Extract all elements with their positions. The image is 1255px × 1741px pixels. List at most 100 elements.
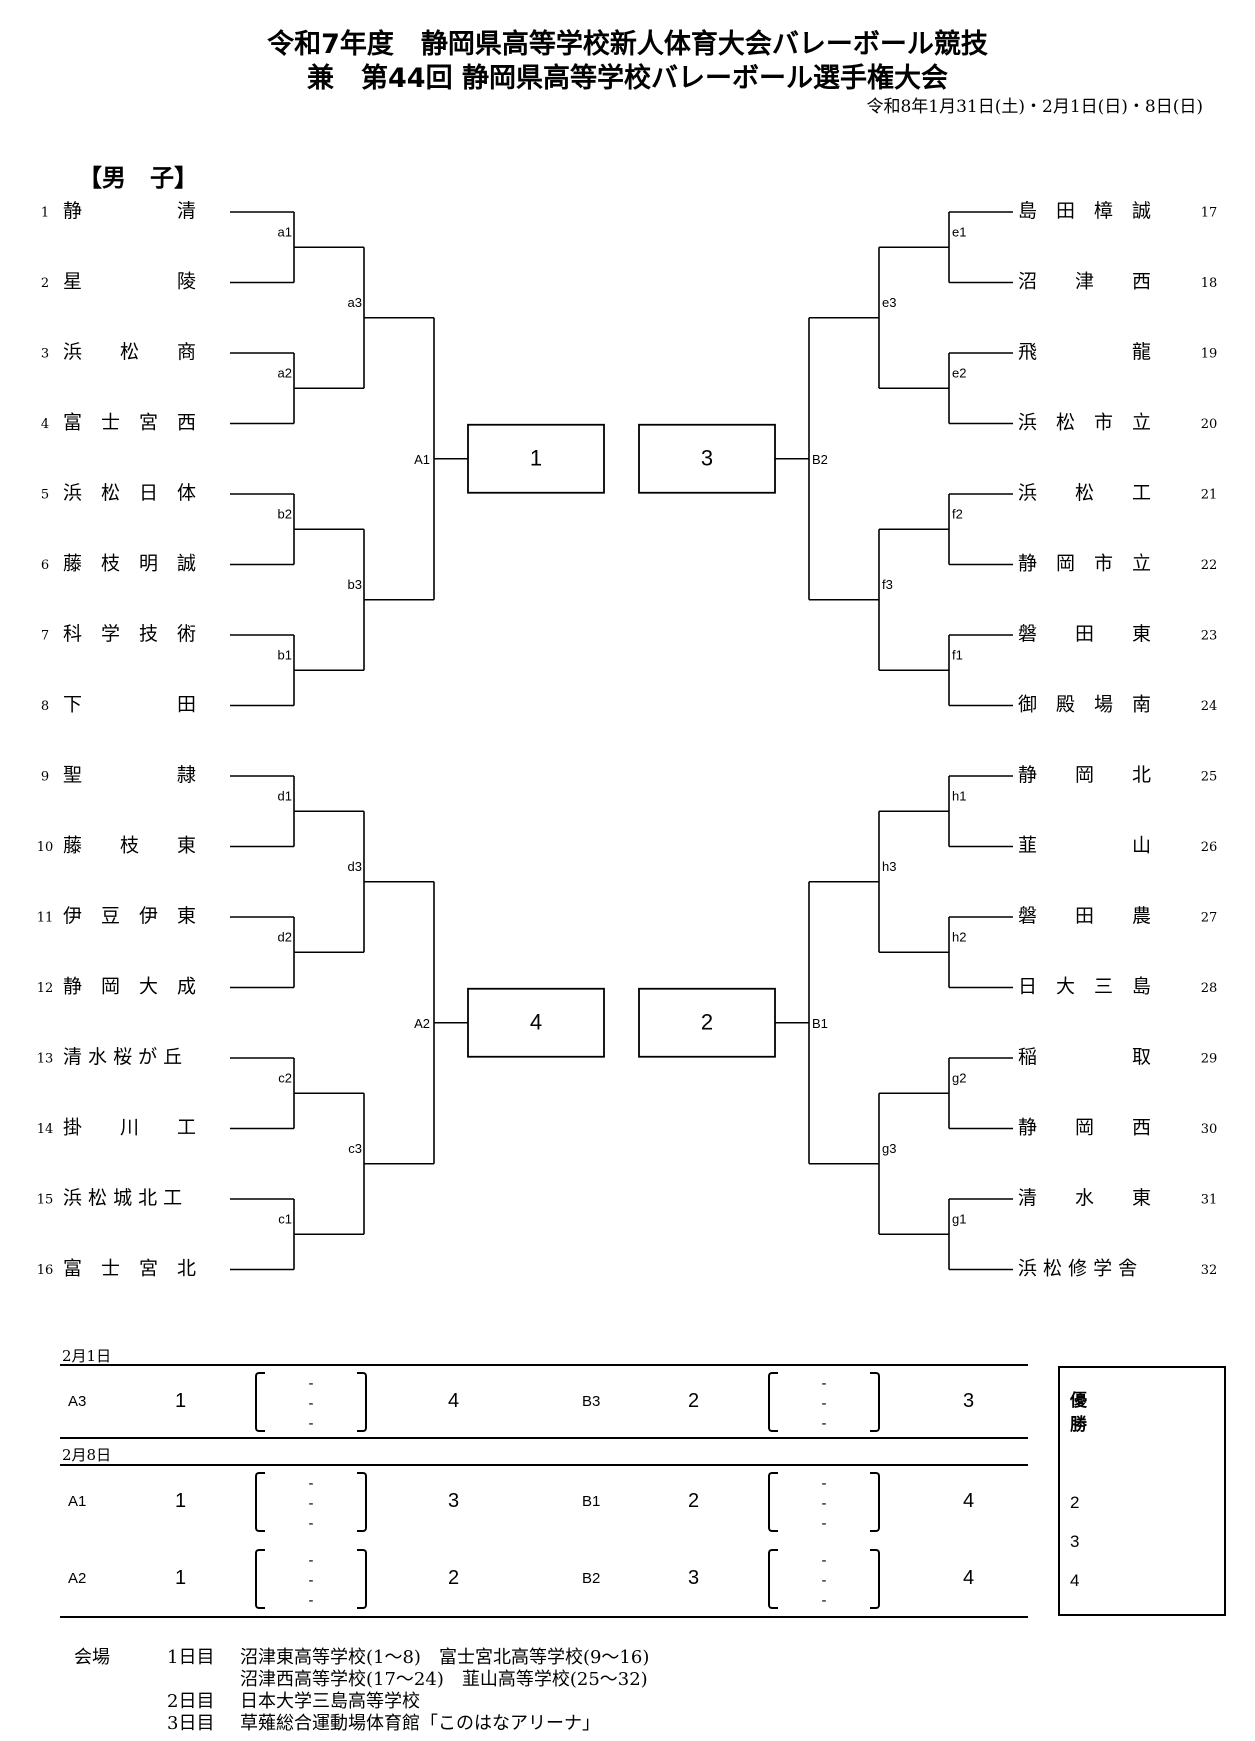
team-slot: 1 (175, 1390, 187, 1412)
block-box (638, 423, 776, 494)
venue-day3-label: 3日目 (167, 1713, 215, 1734)
venue-day1-line1: 沼津東高等学校(1〜8) 富士宮北高等学校(9〜16) (240, 1647, 650, 1668)
match-label: e2 (952, 366, 966, 381)
score-placeholder: - (821, 1515, 827, 1532)
match-label: a1 (278, 225, 292, 240)
match-label: c1 (278, 1212, 292, 1227)
match-label: a3 (348, 295, 362, 310)
team-name: 藤 枝 東 (63, 835, 196, 857)
score-placeholder: - (821, 1495, 827, 1512)
team-seed: 20 (1201, 417, 1218, 432)
venue-label: 会場 (74, 1647, 110, 1668)
team-seed: 32 (1201, 1263, 1218, 1278)
block-box (467, 987, 605, 1058)
champion-label-2: 勝 (1070, 1415, 1087, 1434)
score-placeholder: - (821, 1375, 827, 1392)
team-name: 静 岡 北 (1018, 764, 1151, 786)
schedule-date-day2: 2月8日 (62, 1446, 112, 1464)
fourth-place-label: 4 (1070, 1571, 1080, 1590)
match-label: b3 (348, 577, 362, 592)
score-bracket-left (768, 1372, 778, 1432)
team-name: 伊 豆 伊 東 (63, 905, 196, 927)
match-label: A1 (414, 452, 430, 467)
team-seed: 11 (37, 911, 54, 926)
score-bracket-right (870, 1472, 880, 1532)
team-name: 掛 川 工 (63, 1117, 196, 1139)
match-label: B2 (582, 1570, 601, 1587)
score-bracket-right (357, 1549, 367, 1609)
match-label: g1 (952, 1212, 966, 1227)
match-label: h1 (952, 789, 966, 804)
team-seed: 19 (1201, 347, 1218, 362)
team-name: 浜 松 商 (63, 341, 196, 363)
team-name: 清 水 桜 が 丘 (63, 1046, 182, 1068)
block-box (467, 423, 605, 494)
score-bracket-right (870, 1372, 880, 1432)
score-placeholder: - (308, 1552, 314, 1569)
title-line-2: 兼 第44回 静岡県高等学校バレーボール選手権大会 (307, 63, 948, 94)
team-name: 富 士 宮 西 (63, 412, 196, 434)
match-label: B1 (582, 1493, 601, 1510)
match-label: e1 (952, 225, 966, 240)
match-label: g2 (952, 1071, 966, 1086)
team-seed: 13 (37, 1052, 54, 1067)
match-label: a2 (278, 366, 292, 381)
team-seed: 24 (1201, 699, 1218, 714)
team-slot: 4 (963, 1567, 975, 1589)
team-name: 浜 松 市 立 (1018, 412, 1151, 434)
match-label: g3 (882, 1141, 896, 1156)
team-seed: 4 (41, 417, 49, 432)
venue-day3-line: 草薙総合運動場体育館「このはなアリーナ」 (240, 1713, 600, 1734)
score-placeholder: - (821, 1552, 827, 1569)
score-placeholder: - (308, 1375, 314, 1392)
schedule-rule (60, 1464, 1028, 1466)
team-seed: 31 (1201, 1193, 1218, 1208)
venue-day1-label: 1日目 (167, 1647, 215, 1668)
venue-day1-line2: 沼津西高等学校(17〜24) 韮山高等学校(25〜32) (240, 1669, 648, 1690)
team-name: 静 岡 市 立 (1018, 553, 1151, 575)
score-placeholder: - (308, 1572, 314, 1589)
schedule-rule (60, 1364, 1028, 1366)
match-label: f1 (952, 648, 963, 663)
team-name: 磐 田 農 (1018, 905, 1151, 927)
team-seed: 2 (41, 276, 49, 291)
team-slot: 2 (688, 1390, 700, 1412)
team-name: 沼 津 西 (1018, 271, 1151, 293)
match-label: d1 (278, 789, 292, 804)
match-label: h2 (952, 930, 966, 945)
score-bracket-left (768, 1549, 778, 1609)
score-placeholder: - (821, 1592, 827, 1609)
team-slot: 1 (175, 1490, 187, 1512)
team-slot: 4 (963, 1490, 975, 1512)
team-name: 静 清 (63, 200, 196, 222)
score-bracket-right (357, 1372, 367, 1432)
team-seed: 17 (1201, 206, 1218, 221)
team-seed: 9 (41, 770, 49, 785)
block-box (638, 987, 776, 1058)
match-label: f3 (882, 577, 893, 592)
score-bracket-right (357, 1472, 367, 1532)
team-name: 韮 山 (1018, 835, 1151, 857)
team-seed: 16 (37, 1263, 54, 1278)
block-number: 3 (701, 446, 713, 471)
team-slot: 3 (688, 1567, 700, 1589)
team-seed: 12 (37, 981, 54, 996)
team-seed: 3 (41, 347, 49, 362)
team-name: 聖 隷 (63, 764, 196, 786)
champion-label-1: 優 (1070, 1391, 1087, 1410)
venue-day2-label: 2日目 (167, 1691, 215, 1712)
team-seed: 15 (37, 1193, 54, 1208)
team-seed: 26 (1201, 840, 1218, 855)
score-placeholder: - (308, 1515, 314, 1532)
team-slot: 3 (448, 1490, 460, 1512)
team-name: 富 士 宮 北 (63, 1258, 196, 1280)
match-label: B1 (812, 1016, 828, 1031)
match-label: B3 (582, 1393, 601, 1410)
match-label: b2 (278, 507, 292, 522)
team-seed: 18 (1201, 276, 1218, 291)
match-label: d3 (348, 859, 362, 874)
team-name: 浜 松 城 北 工 (63, 1187, 182, 1209)
